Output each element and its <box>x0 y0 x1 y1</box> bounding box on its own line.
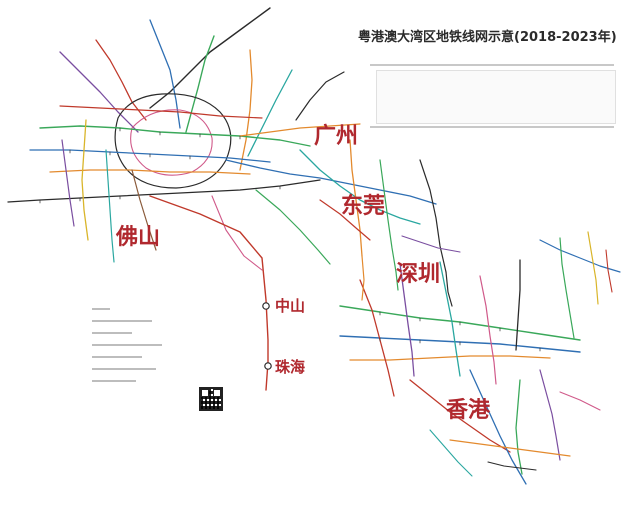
city-label-shenzhen: 深圳 <box>396 262 441 287</box>
legend-divider <box>370 64 614 66</box>
left-legend-panel <box>92 308 232 418</box>
city-label-dongguan: 东莞 <box>341 194 386 219</box>
legend-divider <box>370 126 614 128</box>
dongguan-network <box>299 139 461 273</box>
qr-code <box>199 387 223 411</box>
city-label-zhuhai: 珠海 <box>275 358 306 376</box>
city-label-foshan: 佛山 <box>116 225 161 250</box>
guangzhou-foshan-network <box>7 7 437 391</box>
city-label-zhongshan: 中山 <box>275 297 306 315</box>
city-label-guangzhou: 广州 <box>314 124 359 149</box>
shenzhen-hongkong-network <box>339 231 621 485</box>
legend-panel <box>376 70 616 124</box>
map-title: 粤港澳大湾区地铁线网示意(2018-2023年) <box>358 30 617 45</box>
city-label-hongkong: 香港 <box>446 398 491 423</box>
